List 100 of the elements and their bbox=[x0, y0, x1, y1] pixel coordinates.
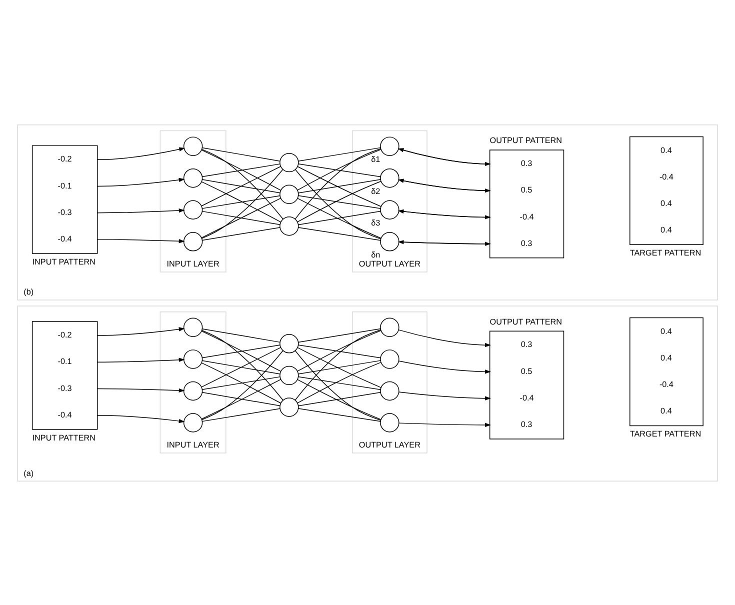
node-circle bbox=[280, 365, 299, 385]
node-circle bbox=[380, 200, 400, 219]
node-box: -0.2 -0.1 -0.3 -0.4 bbox=[32, 144, 98, 254]
connector bbox=[201, 149, 282, 190]
connector bbox=[202, 148, 284, 220]
connector bbox=[294, 148, 381, 219]
node-circle bbox=[380, 412, 400, 432]
arrow bbox=[96, 238, 185, 243]
connector bbox=[202, 146, 280, 161]
arrow bbox=[96, 326, 185, 336]
node-box: 0.3 0.5 -0.4 0.3 bbox=[489, 330, 564, 439]
node-box: -0.2 -0.1 -0.3 -0.4 bbox=[32, 320, 98, 430]
connector bbox=[201, 180, 282, 222]
node-circle bbox=[183, 349, 203, 368]
connector bbox=[202, 328, 280, 342]
connector bbox=[298, 146, 381, 162]
node-label: OUTPUT PATTERN bbox=[490, 316, 562, 326]
node-circle bbox=[280, 184, 299, 204]
node-label: INPUT PATTERN bbox=[32, 432, 96, 442]
connector bbox=[298, 226, 381, 240]
connector bbox=[297, 197, 382, 238]
connector bbox=[201, 346, 281, 387]
connector bbox=[202, 350, 284, 420]
node-label: OUTPUT PATTERN bbox=[490, 136, 562, 145]
connector bbox=[202, 408, 280, 422]
connector bbox=[202, 392, 280, 406]
connector bbox=[202, 360, 280, 374]
connector bbox=[294, 329, 381, 400]
connector bbox=[201, 330, 282, 372]
connector bbox=[298, 210, 381, 225]
connector bbox=[295, 168, 381, 239]
arrow bbox=[398, 360, 491, 374]
arrow bbox=[398, 422, 491, 427]
node-circle bbox=[183, 168, 203, 188]
node-label: TARGET PATTERN bbox=[630, 429, 702, 438]
connector bbox=[202, 376, 280, 390]
connector bbox=[202, 330, 284, 400]
node-circle bbox=[183, 232, 203, 251]
node-label: δ2 bbox=[371, 186, 380, 196]
node-box: 0.3 0.5 -0.4 0.3 bbox=[489, 149, 564, 258]
arrow bbox=[96, 146, 186, 160]
node-circle bbox=[380, 349, 400, 368]
connector bbox=[297, 346, 382, 388]
connector bbox=[201, 362, 282, 403]
node-label: δ1 bbox=[371, 154, 380, 164]
node-circle bbox=[280, 334, 299, 353]
arrow bbox=[398, 391, 491, 400]
connector bbox=[298, 328, 381, 342]
node-label: δn bbox=[371, 250, 380, 259]
node-label: TARGET PATTERN bbox=[630, 248, 702, 258]
arrow bbox=[398, 329, 491, 347]
arrow bbox=[96, 177, 185, 186]
node-circle bbox=[183, 200, 203, 219]
arrow bbox=[96, 208, 185, 213]
node-box: 0.4 0.4 -0.4 0.4 bbox=[630, 316, 704, 426]
cluster: INPUT LAYER bbox=[160, 311, 226, 453]
node-circle bbox=[380, 232, 400, 251]
connector bbox=[202, 178, 280, 193]
connector bbox=[297, 378, 382, 420]
connector bbox=[202, 210, 280, 225]
connector bbox=[297, 166, 382, 206]
connector bbox=[202, 344, 280, 358]
connector bbox=[298, 408, 381, 422]
connector bbox=[202, 226, 280, 240]
cluster: OUTPUT LAYER bbox=[352, 311, 428, 453]
connector bbox=[201, 378, 282, 419]
connector bbox=[297, 362, 382, 403]
connector bbox=[298, 194, 381, 208]
connector bbox=[298, 360, 381, 374]
connector bbox=[202, 194, 280, 208]
node-circle bbox=[183, 380, 203, 400]
connector bbox=[201, 197, 281, 238]
node-box: 0.4 -0.4 0.4 0.4 bbox=[630, 136, 704, 244]
arrow bbox=[96, 357, 185, 362]
connector bbox=[298, 163, 381, 177]
connector bbox=[297, 148, 382, 190]
connector bbox=[294, 350, 381, 420]
node-circle bbox=[183, 136, 203, 156]
arrow bbox=[398, 240, 490, 244]
node-circle bbox=[380, 317, 400, 336]
connector bbox=[298, 376, 381, 390]
connector bbox=[202, 163, 280, 177]
node-circle bbox=[183, 317, 203, 336]
arrow bbox=[96, 388, 185, 392]
node-circle bbox=[280, 152, 299, 172]
connector bbox=[297, 330, 382, 372]
node-label: δ3 bbox=[371, 218, 380, 228]
node-circle bbox=[280, 397, 299, 416]
connector bbox=[202, 168, 284, 238]
connector bbox=[298, 391, 381, 406]
node-circle bbox=[280, 216, 299, 236]
node-circle bbox=[380, 136, 400, 156]
node-circle bbox=[380, 380, 400, 400]
cluster: INPUT LAYER bbox=[160, 130, 226, 272]
node-circle bbox=[183, 412, 203, 432]
connector bbox=[297, 180, 382, 222]
connector bbox=[201, 166, 281, 206]
connector bbox=[298, 178, 381, 193]
arrow bbox=[96, 414, 185, 423]
connector bbox=[298, 344, 381, 358]
